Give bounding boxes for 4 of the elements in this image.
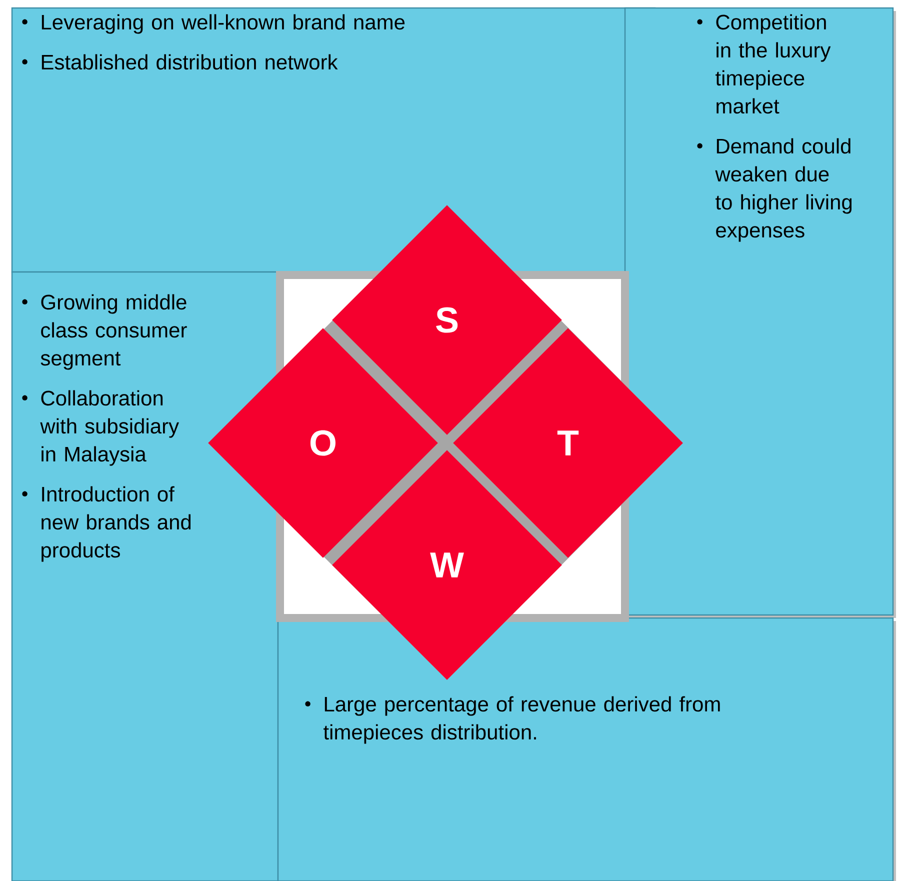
swot-panel: Large percentage of revenue derived from timepieces distribution.: [277, 617, 896, 881]
swot-panel: Growing middle class consumer segment Collaboration with subsidiary in Malaysia Introduction of new brands and products: [11, 271, 281, 881]
swot-panel: Leveraging on well-known brand name Established distribution network: [11, 7, 658, 275]
swot-panel: Competition in the luxury timepiece market Demand could weaken due to higher living expenses: [624, 7, 896, 618]
